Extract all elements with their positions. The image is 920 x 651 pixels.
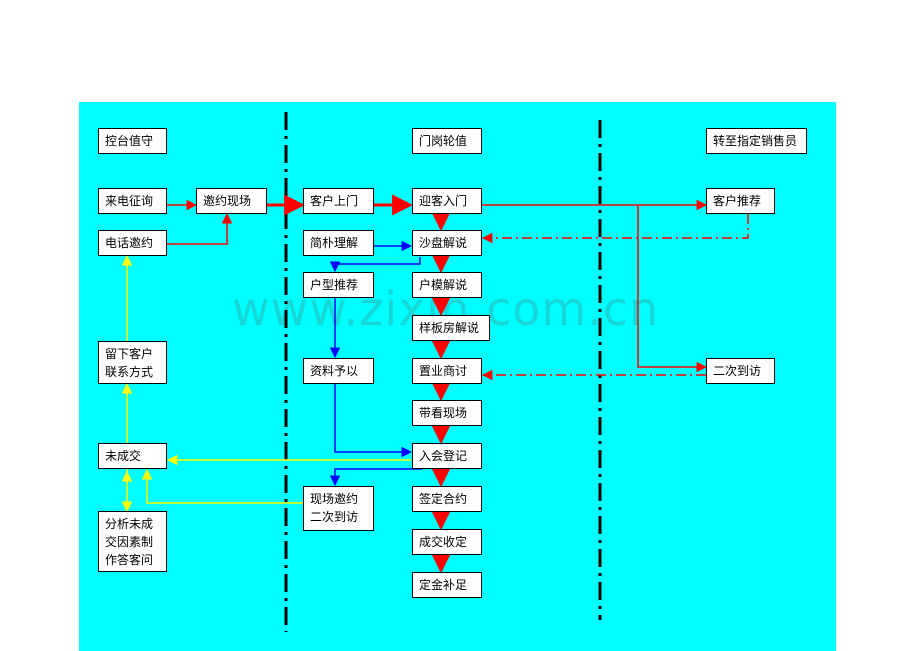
arrow-register-to-revisit — [329, 468, 422, 487]
node-customer-visit: 客户上门 — [303, 188, 374, 214]
node-no-deal: 未成交 — [98, 443, 167, 469]
arrow-materials-to-register — [334, 384, 413, 458]
node-welcome: 迎客入门 — [412, 188, 482, 214]
node-simple-explain: 简朴理解 — [303, 230, 374, 256]
arrow-phoneinvite-to-invite — [167, 212, 233, 245]
node-unit-model: 户模解说 — [412, 272, 482, 298]
node-sign-contract: 签定合约 — [412, 486, 482, 512]
node-invite-onsite: 邀约现场 — [196, 188, 267, 214]
node-customer-recommend: 客户推荐 — [706, 188, 775, 214]
node-second-visit: 二次到访 — [706, 358, 775, 384]
node-unit-recommend: 户型推荐 — [303, 272, 374, 298]
arrow-welcome-to-second — [637, 205, 708, 373]
lane-header-assigned-sales: 转至指定销售员 — [706, 128, 807, 154]
node-phone-inquiry: 来电征询 — [98, 188, 167, 214]
lane-header-reception: 控台值守 — [98, 128, 167, 154]
node-leave-contact: 留下客户 联系方式 — [98, 341, 167, 384]
arrow-revisit-to-analyze — [141, 468, 303, 504]
lane-header-gate-rotation: 门岗轮值 — [412, 128, 482, 154]
node-onsite-invite-revisit: 现场邀约 二次到访 — [303, 486, 374, 531]
node-showroom: 样板房解说 — [412, 315, 490, 341]
node-phone-invite: 电话邀约 — [98, 230, 167, 256]
node-sandtable: 沙盘解说 — [412, 230, 482, 256]
node-deal-collect: 成交收定 — [412, 529, 482, 555]
node-register: 入会登记 — [412, 443, 482, 469]
arrow-recommend-to-sandtable — [481, 214, 749, 244]
node-materials: 资料予以 — [303, 358, 374, 384]
arrow-sandtable-to-unit — [329, 257, 421, 273]
node-site-visit: 带看现场 — [412, 400, 482, 426]
node-deposit-complete: 定金补足 — [412, 572, 482, 598]
node-analyze-reason: 分析未成 交因素制 作答客问 — [98, 511, 167, 572]
node-negotiation: 置业商讨 — [412, 358, 482, 384]
